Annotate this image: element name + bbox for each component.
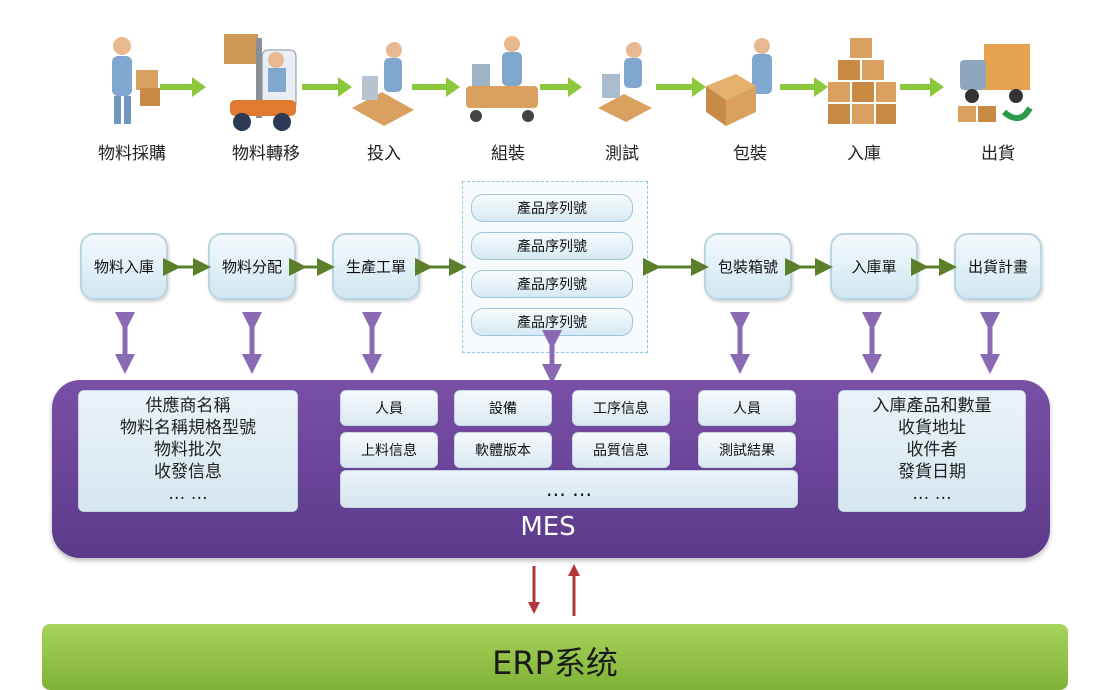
flow-arrow [540,77,582,97]
cell-test-result: 測試結果 [698,432,796,468]
node-package-box-no: 包裝箱號 [704,233,792,300]
shipping-info-box: 入庫產品和數量 收貨地址 收件者 發貨日期 … … [838,390,1026,512]
serial-number: 產品序列號 [471,232,633,260]
mes-title: MES [520,512,576,542]
serial-number: 產品序列號 [471,194,633,222]
cell-personnel: 人員 [340,390,438,426]
info-line: 收發信息 [154,462,222,482]
production-info-base: … … [340,470,798,508]
package-icon [706,38,772,126]
info-line: 物料批次 [154,440,222,460]
flow-arrow [656,77,706,97]
stage-label: 出貨 [981,144,1015,164]
erp-link-arrows [528,564,580,616]
info-line: … … [168,484,208,504]
stage-label: 物料轉移 [232,144,300,164]
stage-label: 包裝 [733,144,767,164]
flow-arrow [302,77,352,97]
erp-label: ERP系统 [492,644,618,682]
node-shipping-plan: 出貨計畫 [954,233,1042,300]
flow-arrow [780,77,828,97]
stage-label: 物料採購 [98,144,166,164]
assembly-icon [466,36,538,122]
stage-label: 測試 [605,144,639,164]
node-work-order: 生產工單 [332,233,420,300]
info-line: 收件者 [906,440,958,460]
purchase-icon [112,37,160,124]
cell-equipment: 設備 [454,390,552,426]
forklift-icon [224,34,297,131]
cell-feeding-info: 上料信息 [340,432,438,468]
info-line: 入庫產品和數量 [872,396,992,416]
more-ellipsis: … … [545,477,593,501]
erp-bar: ERP系统 [42,624,1068,690]
info-line: … … [912,484,952,504]
stage-label: 組裝 [491,144,525,164]
input-icon [352,42,414,126]
delivery-truck-icon [958,44,1033,122]
flow-arrow [160,77,206,97]
serial-number: 產品序列號 [471,270,633,298]
flow-arrow [412,77,460,97]
supplier-info-box: 供應商名稱 物料名稱規格型號 物料批次 收發信息 … … [78,390,298,512]
cell-process-info: 工序信息 [572,390,670,426]
info-line: 收貨地址 [898,418,966,438]
cell-software-version: 軟體版本 [454,432,552,468]
vertical-link-arrows [115,312,1000,384]
info-line: 物料名稱規格型號 [120,418,256,438]
test-icon [598,42,652,122]
info-line: 供應商名稱 [145,396,231,416]
info-line: 發貨日期 [898,462,966,482]
flow-arrow [900,77,944,97]
warehouse-boxes-icon [828,38,896,124]
stage-label: 入庫 [847,144,881,164]
cell-quality-info: 品質信息 [572,432,670,468]
stage-label: 投入 [367,144,401,164]
cell-personnel-2: 人員 [698,390,796,426]
